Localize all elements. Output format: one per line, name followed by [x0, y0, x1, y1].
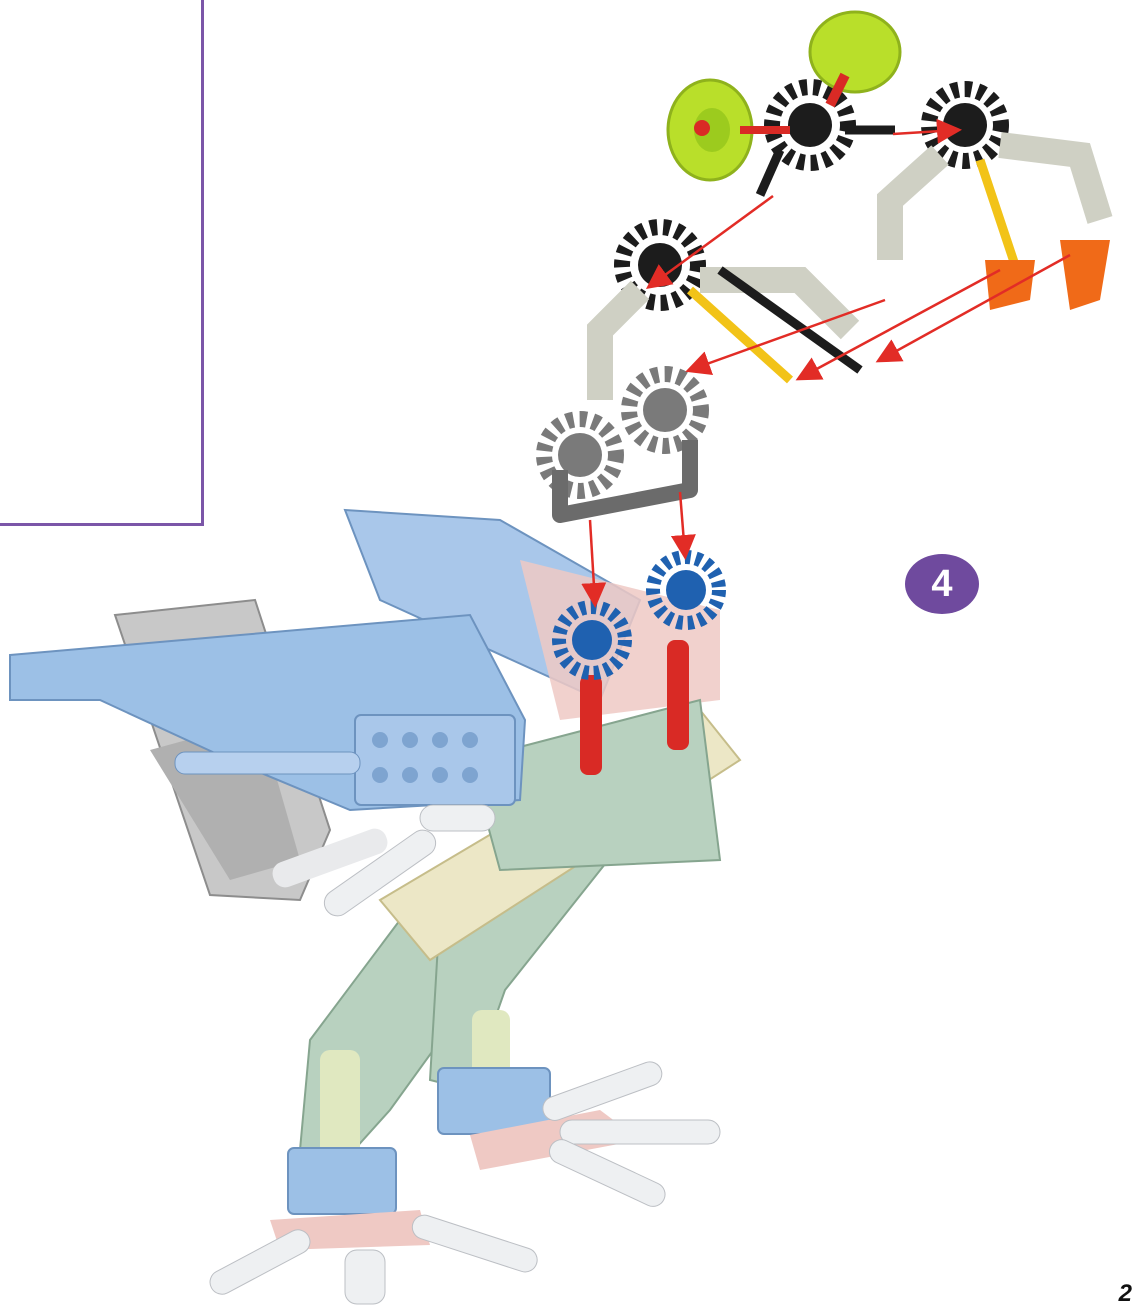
- page-number: 2: [1119, 1280, 1132, 1308]
- grey-neck-gears: [544, 374, 701, 515]
- upper-beak-assembly: [600, 227, 860, 400]
- foot-left: [206, 1148, 540, 1304]
- eye-piece-right: [810, 12, 900, 105]
- step-number: 4: [931, 563, 952, 606]
- foot-right: [438, 1058, 720, 1210]
- step-badge: 4: [905, 554, 979, 614]
- orange-beak-tips: [890, 89, 1110, 310]
